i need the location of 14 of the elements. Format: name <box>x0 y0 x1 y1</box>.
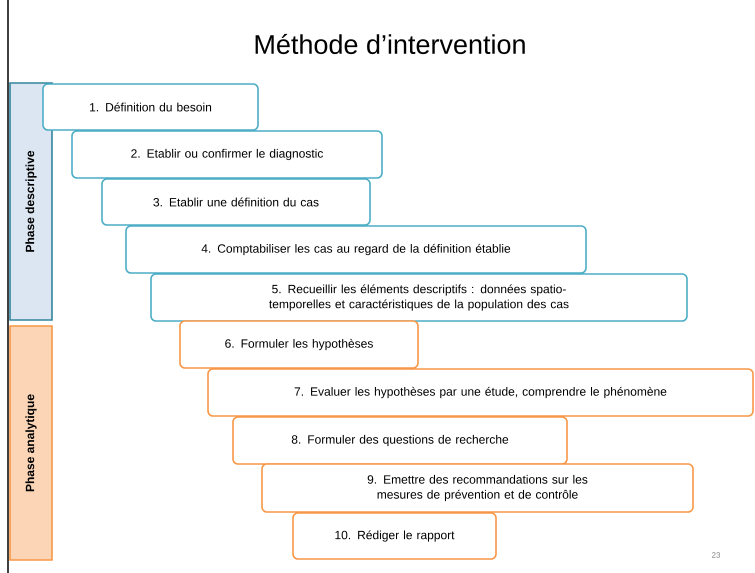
phase-bar: Phase analytique <box>9 325 53 561</box>
step-box: 2. Etablir ou confirmer le diagnostic <box>71 130 383 179</box>
step-box: 6. Formuler les hypothèses <box>179 320 419 369</box>
step-box: 7. Evaluer les hypothèses par une étude, comprendre le phénomène <box>207 368 754 417</box>
title: Méthode d’intervention <box>256 34 525 54</box>
step-box: 1. Définition du besoin <box>42 83 259 131</box>
step-box: 10. Rédiger le rapport <box>292 512 497 560</box>
step-box: 4. Comptabiliser les cas au regard de la définition établie <box>125 225 587 274</box>
step-box: 9. Emettre des recommandations sur les mesures de prévention et de contrôle <box>261 463 694 513</box>
phase-bar: Phase descriptive <box>9 82 53 321</box>
step-box: 8. Formuler des questions de recherche <box>232 416 568 465</box>
page-number: 23 <box>712 552 720 558</box>
step-box: 5. Recueillir les éléments descriptifs : données spatio-temporelles et caractéristiques de la population des cas <box>150 273 688 322</box>
step-box: 3. Etablir une définition du cas <box>101 178 371 226</box>
